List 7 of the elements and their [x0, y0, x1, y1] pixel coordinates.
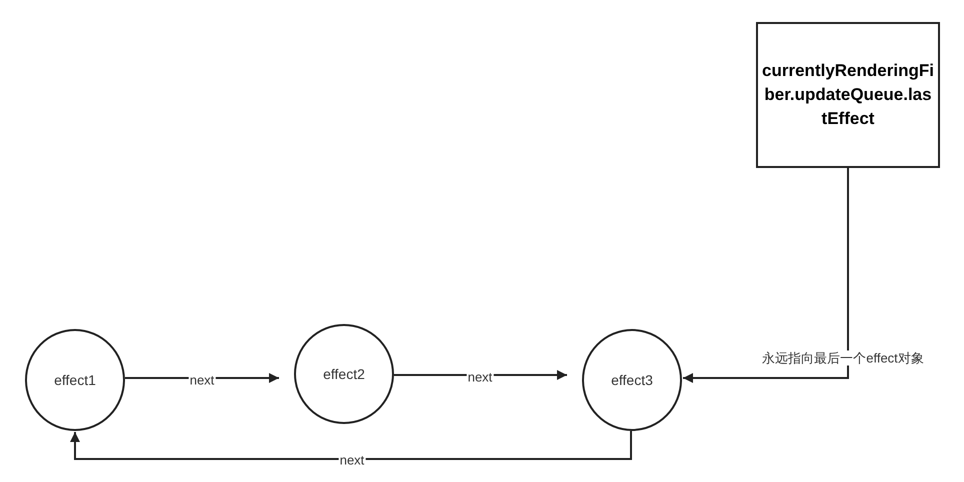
effect-circle: effect3	[582, 329, 682, 431]
arrow	[70, 431, 632, 460]
effect-circle: effect2	[294, 324, 394, 424]
effect-circle: effect1	[25, 329, 125, 431]
edge-label: 永远指向最后一个effect对象	[761, 350, 925, 366]
pointer-box: currentlyRenderingFiber.updateQueue.lastEffect	[756, 22, 940, 168]
arrow	[683, 168, 849, 383]
